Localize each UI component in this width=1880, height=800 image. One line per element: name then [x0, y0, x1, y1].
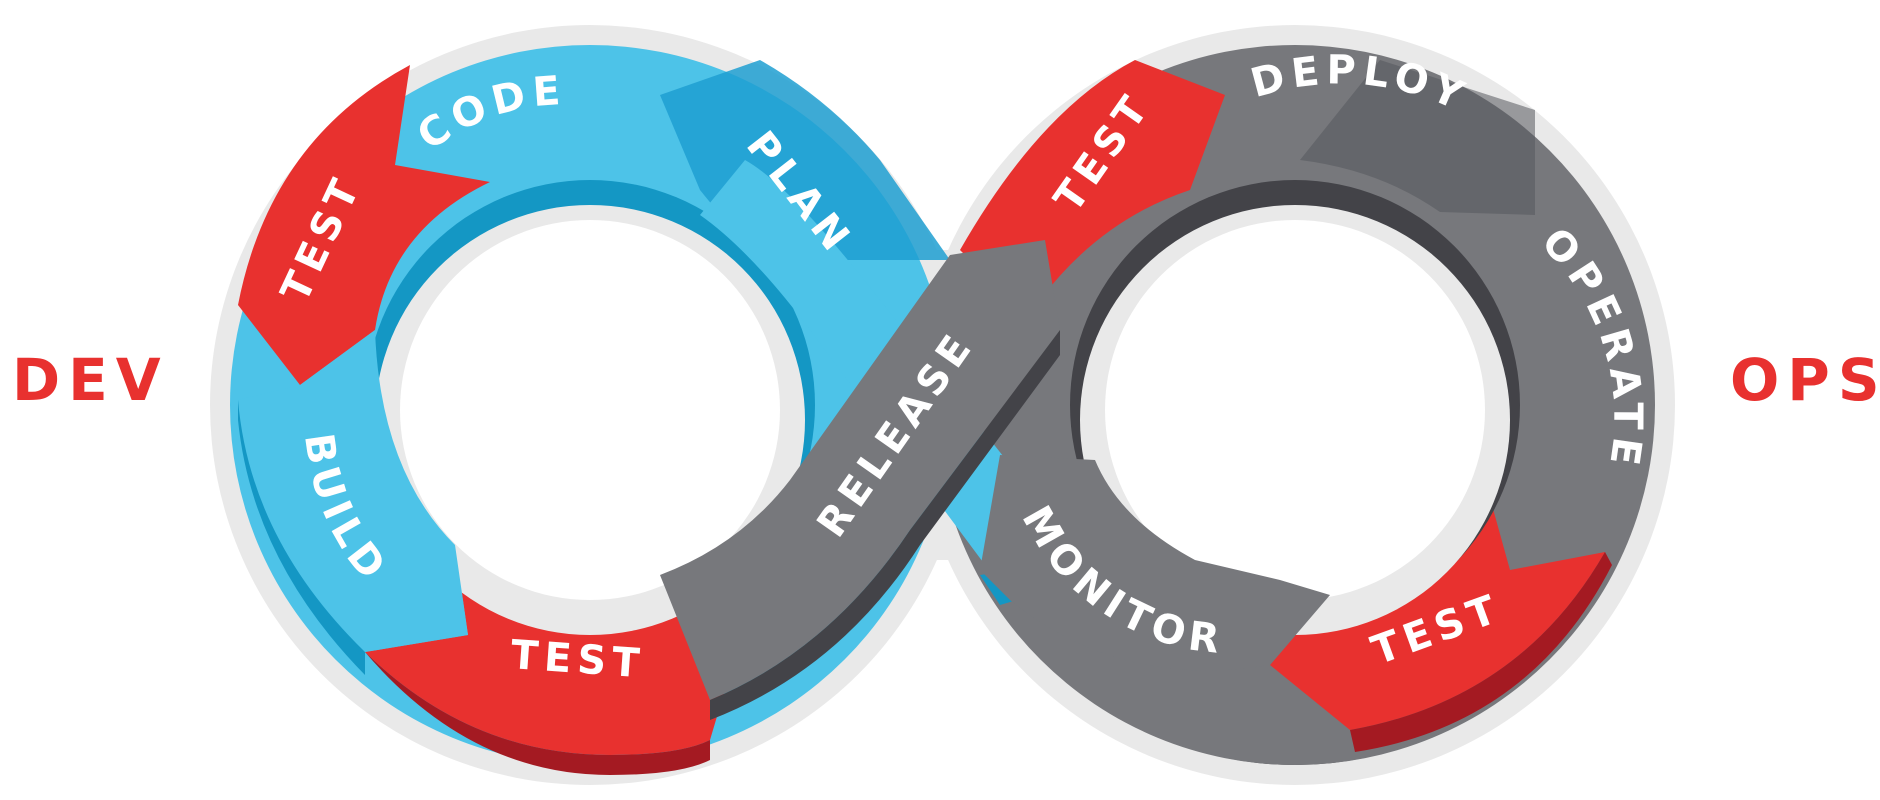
segment-test-ops-bottom-shadow [1350, 552, 1612, 752]
label-dev: DEV [12, 346, 169, 414]
right-hole [1105, 220, 1485, 600]
label-ops: OPS [1730, 346, 1880, 414]
segment-test-ops-bottom [1270, 480, 1605, 730]
label-test-dev-bottom: TEST [509, 632, 647, 687]
right-loop [935, 45, 1655, 765]
segment-test-dev-top [238, 65, 490, 385]
segment-dividers [238, 330, 468, 675]
segment-build [238, 330, 468, 652]
segment-monitor [980, 455, 1330, 671]
crossing [660, 160, 1330, 720]
segment-test-dev-bottom-shadow [365, 652, 710, 775]
segment-deploy-shade [1300, 60, 1535, 215]
left-hole [400, 220, 780, 600]
band-release [660, 240, 1060, 700]
